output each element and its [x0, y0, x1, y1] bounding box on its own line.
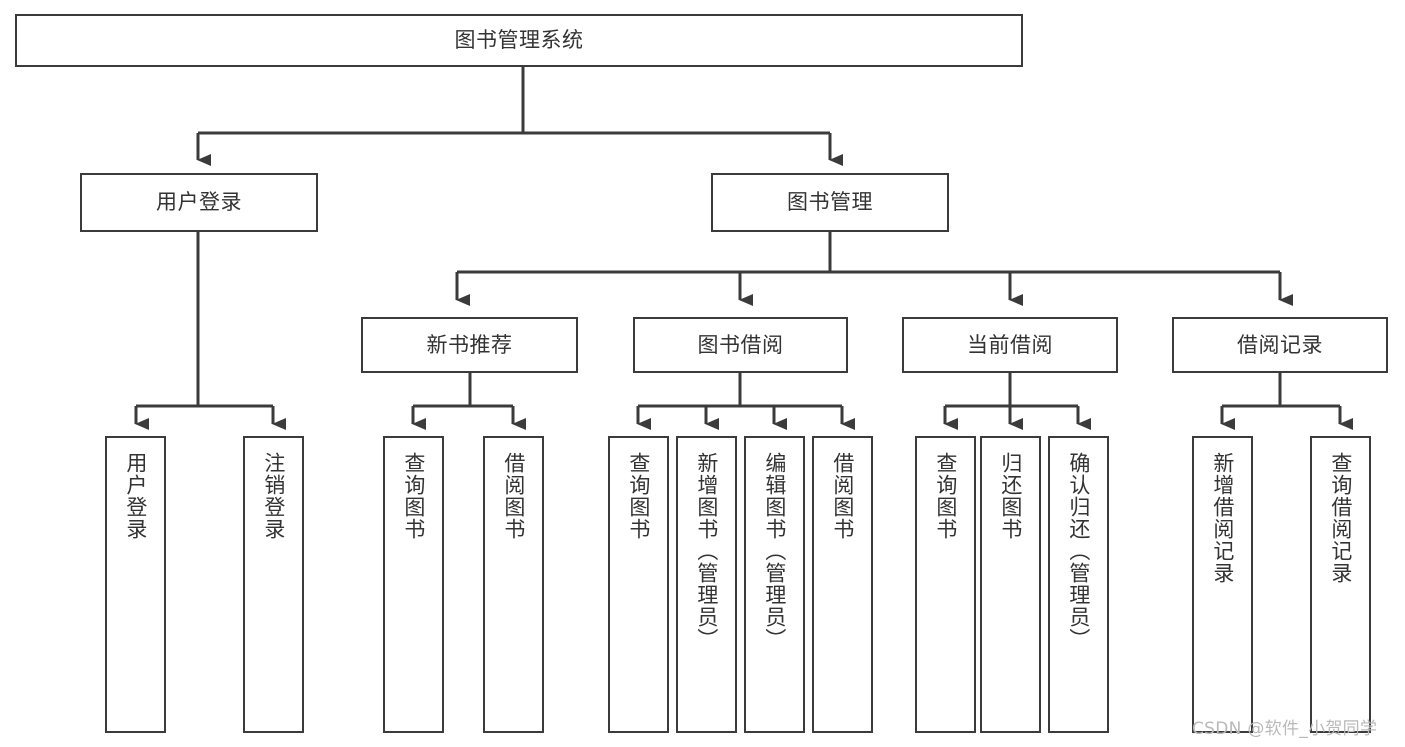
node-current-borrow[interactable]: 当前借阅 [902, 317, 1118, 373]
node-user-login[interactable]: 用户登录 [80, 173, 318, 232]
node-book-management-label: 图书管理 [787, 190, 873, 214]
node-query-borrow-record-label: 查询借阅记录 [1328, 452, 1353, 584]
node-user-login-leaf-label: 用户登录 [123, 452, 148, 540]
node-query-book-2[interactable]: 查询图书 [608, 436, 669, 733]
node-confirm-return-label: 确认归还（管理员） [1066, 452, 1091, 650]
node-root-label: 图书管理系统 [454, 28, 584, 52]
node-borrow-book-1-label: 借阅图书 [501, 452, 526, 540]
node-borrow-book-2-label: 借阅图书 [830, 452, 855, 540]
node-book-borrow-label: 图书借阅 [697, 332, 784, 357]
node-edit-book[interactable]: 编辑图书（管理员） [744, 436, 805, 733]
node-borrow-record-label: 借阅记录 [1237, 332, 1323, 357]
node-book-borrow[interactable]: 图书借阅 [633, 317, 848, 373]
node-add-book-label: 新增图书（管理员） [694, 452, 719, 650]
csdn-watermark: CSDN @软件_小贺同学 [1192, 719, 1378, 739]
node-return-book-label: 归还图书 [998, 452, 1023, 540]
node-book-management[interactable]: 图书管理 [711, 173, 949, 232]
node-query-book-1[interactable]: 查询图书 [383, 436, 444, 733]
node-return-book[interactable]: 归还图书 [980, 436, 1041, 733]
node-edit-book-label: 编辑图书（管理员） [762, 452, 787, 650]
node-query-book-1-label: 查询图书 [401, 452, 426, 540]
node-new-book-recommend[interactable]: 新书推荐 [361, 317, 578, 373]
node-query-book-3-label: 查询图书 [933, 452, 958, 540]
node-confirm-return[interactable]: 确认归还（管理员） [1048, 436, 1109, 733]
node-user-logout-leaf[interactable]: 注销登录 [243, 436, 304, 733]
node-add-borrow-record-label: 新增借阅记录 [1210, 452, 1235, 584]
node-user-login-leaf[interactable]: 用户登录 [105, 436, 166, 733]
node-borrow-book-1[interactable]: 借阅图书 [483, 436, 544, 733]
node-add-borrow-record[interactable]: 新增借阅记录 [1192, 436, 1253, 733]
node-new-book-recommend-label: 新书推荐 [426, 332, 513, 357]
node-query-book-2-label: 查询图书 [626, 452, 651, 540]
node-query-book-3[interactable]: 查询图书 [915, 436, 976, 733]
node-user-logout-leaf-label: 注销登录 [261, 452, 286, 540]
node-user-login-label: 用户登录 [156, 190, 242, 214]
node-root[interactable]: 图书管理系统 [15, 14, 1023, 67]
node-borrow-book-2[interactable]: 借阅图书 [812, 436, 873, 733]
node-add-book[interactable]: 新增图书（管理员） [676, 436, 737, 733]
node-borrow-record[interactable]: 借阅记录 [1172, 317, 1388, 373]
node-query-borrow-record[interactable]: 查询借阅记录 [1310, 436, 1371, 733]
node-current-borrow-label: 当前借阅 [967, 332, 1053, 357]
